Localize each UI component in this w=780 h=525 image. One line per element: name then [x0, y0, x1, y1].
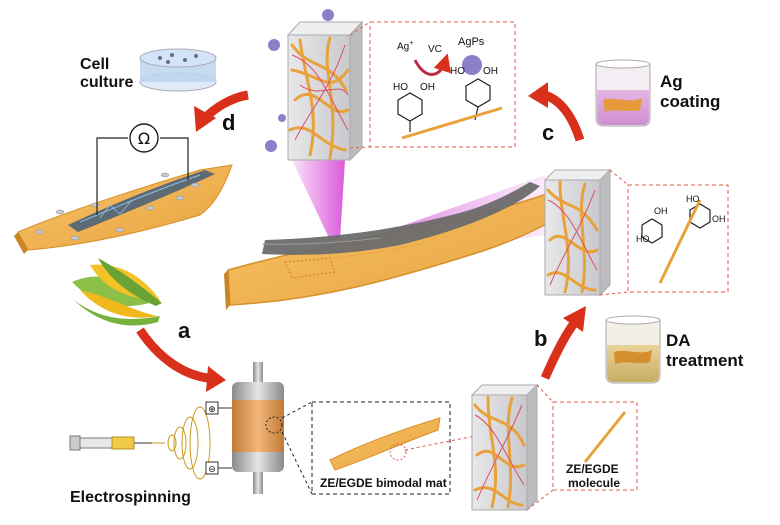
ag-ion-charge: +	[409, 40, 414, 47]
bimodal-mat-label: ZE/EGDE bimodal mat	[320, 476, 447, 490]
ag-coating-label: Ag coating	[660, 72, 720, 112]
oh-label-2: OH	[483, 66, 498, 77]
ag-coating-line2: coating	[660, 92, 721, 111]
da-treatment-line1: DA	[666, 331, 691, 350]
ag-reduction-box	[369, 21, 516, 148]
petri-dish-icon	[139, 48, 217, 92]
ohm-meter-icon: Ω	[129, 123, 159, 153]
arrow-a	[136, 327, 209, 383]
electrospinning-label: Electrospinning	[70, 489, 191, 506]
da-fiber-box	[543, 168, 612, 297]
vc-arrow	[413, 53, 451, 76]
fiber-chain-bottom	[583, 411, 627, 463]
oh-label-3: OH	[654, 206, 668, 216]
bimodal-mat	[329, 417, 441, 471]
oh-label-1: OH	[420, 82, 435, 93]
bimodal-mat-box	[311, 401, 451, 495]
cell-culture-line1: Cell	[80, 56, 110, 73]
plain-fiber-box	[470, 383, 539, 512]
molecule-line2: molecule	[568, 476, 621, 490]
ho-label-2: HO	[450, 66, 465, 77]
spinning-jet	[152, 406, 211, 480]
beaker-icon-ag	[595, 59, 651, 127]
catechol-ring-1	[397, 92, 423, 132]
ag-fiber-box	[265, 9, 364, 162]
fiber-chain-top	[401, 106, 503, 140]
da-treatment-line2: treatment	[666, 351, 744, 370]
svg-text:Ω: Ω	[138, 129, 150, 148]
fiber-chain-right	[658, 199, 702, 284]
corn-icon	[72, 258, 162, 326]
ag-coating-line1: Ag	[660, 72, 683, 91]
ho-label-3: HO	[636, 234, 650, 244]
step-b: b	[534, 326, 548, 351]
ho-label-4: HO	[686, 194, 700, 204]
sensor-mat	[14, 137, 233, 254]
svg-text:⊖: ⊖	[208, 465, 216, 475]
step-d: d	[222, 110, 236, 135]
molecule-label: ZE/EGDE molecule	[566, 462, 620, 490]
agps-label: AgPs	[458, 36, 485, 48]
magenta-beam-top	[292, 160, 345, 240]
syringe-icon	[69, 435, 152, 451]
ag-ion-text: Ag	[397, 41, 410, 53]
beaker-icon-da	[605, 315, 661, 384]
svg-text:⊕: ⊕	[208, 405, 216, 415]
agps-particle	[462, 55, 482, 75]
step-c: c	[542, 120, 555, 145]
arrow-b	[540, 319, 579, 380]
step-a: a	[178, 318, 191, 343]
oh-label-4: OH	[712, 214, 726, 224]
central-mat	[224, 178, 586, 310]
collector-drum	[232, 362, 284, 494]
ag-ion-label: Ag+	[397, 40, 413, 52]
arrow-c	[543, 90, 585, 142]
da-treatment-label: DA treatment	[666, 331, 743, 371]
cell-culture-label: Cell culture	[80, 56, 133, 92]
molecule-line1: ZE/EGDE	[566, 462, 619, 476]
da-molecule-box	[627, 184, 729, 293]
catechol-ring-3	[641, 203, 711, 244]
ho-label-1: HO	[393, 82, 408, 93]
molecule-box	[552, 401, 638, 491]
electrode-icon: ⊕ ⊖	[205, 401, 232, 475]
vc-label: VC	[428, 44, 442, 55]
catechol-ring-2	[465, 78, 491, 121]
cell-culture-line2: culture	[80, 74, 134, 91]
